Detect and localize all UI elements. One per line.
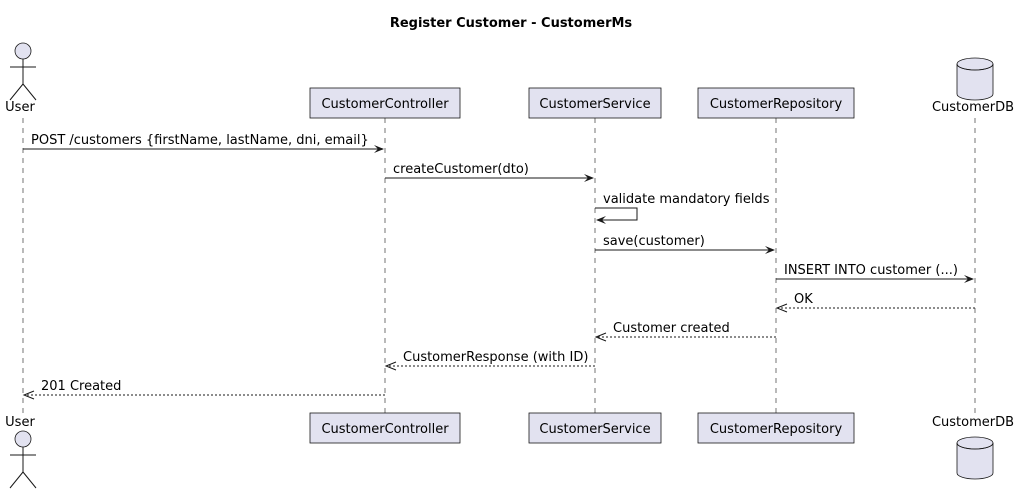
- participant-label-service: CustomerService: [539, 97, 650, 112]
- participant-box-repository: [697, 87, 855, 119]
- messages: POST /customers {firstName, lastName, dn…: [22, 133, 975, 400]
- actor-icon: [9, 42, 37, 101]
- message-label: createCustomer(dto): [393, 162, 529, 177]
- database-icon: [956, 436, 994, 480]
- participant-box-repository: [697, 412, 855, 444]
- message-label: OK: [794, 292, 813, 307]
- message-label: 201 Created: [41, 379, 121, 394]
- message-7: Customer created: [594, 321, 776, 342]
- participant-label-user: User: [5, 100, 35, 115]
- participant-box-controller: [309, 412, 461, 444]
- message-4: save(customer): [595, 234, 775, 254]
- message-8: CustomerResponse (with ID): [384, 350, 595, 371]
- participants-bottom: User CustomerController CustomerService Cus…: [5, 412, 1014, 489]
- message-6: OK: [775, 292, 975, 313]
- participant-label-controller: CustomerController: [321, 422, 449, 437]
- message-5: INSERT INTO customer (...): [776, 263, 974, 283]
- message-label: save(customer): [603, 234, 705, 249]
- message-label: validate mandatory fields: [603, 192, 770, 207]
- participant-label-db: CustomerDB: [932, 415, 1014, 430]
- message-label: CustomerResponse (with ID): [403, 350, 588, 365]
- actor-icon: [9, 430, 37, 489]
- participant-label-db: CustomerDB: [932, 100, 1014, 115]
- participants-top: User CustomerController CustomerService Cus…: [5, 42, 1014, 119]
- participant-label-service: CustomerService: [539, 422, 650, 437]
- message-label: POST /customers {firstName, lastName, dn…: [31, 133, 369, 148]
- participant-box-service: [528, 87, 662, 119]
- diagram-title: Register Customer - CustomerMs: [390, 16, 633, 31]
- message-label: Customer created: [613, 321, 730, 336]
- participant-label-user: User: [5, 415, 35, 430]
- message-label: INSERT INTO customer (...): [784, 263, 958, 278]
- message-2: createCustomer(dto): [385, 162, 594, 182]
- participant-box-service: [528, 412, 662, 444]
- message-9: 201 Created: [22, 379, 385, 400]
- participant-label-controller: CustomerController: [321, 97, 449, 112]
- message-3: validate mandatory fields: [595, 192, 770, 224]
- database-icon: [956, 57, 994, 101]
- participant-label-repository: CustomerRepository: [710, 97, 843, 112]
- participant-box-controller: [309, 87, 461, 119]
- participant-label-repository: CustomerRepository: [710, 422, 843, 437]
- message-1: POST /customers {firstName, lastName, dn…: [23, 133, 384, 153]
